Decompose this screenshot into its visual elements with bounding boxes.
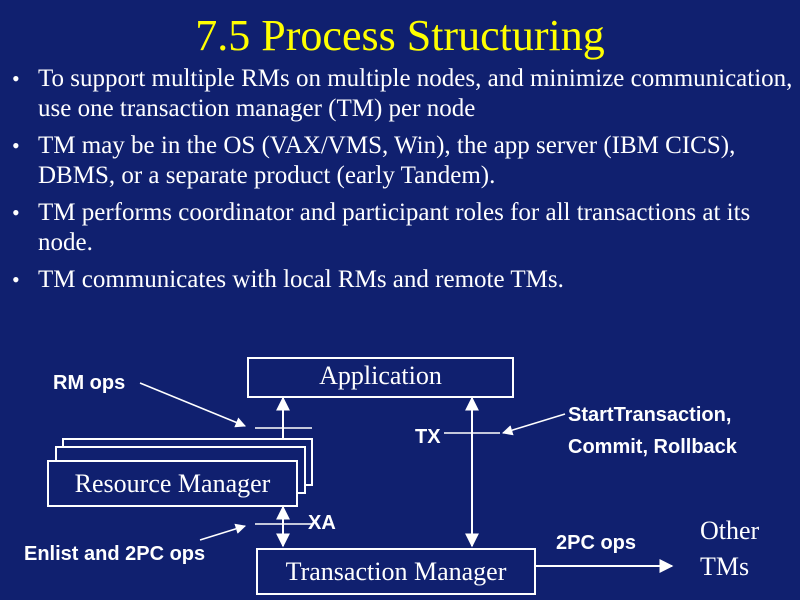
enlist-pointer [199,523,247,541]
bullet-text: TM performs coordinator and participant … [38,199,751,256]
bullet-text: To support multiple RMs on multiple node… [38,65,793,122]
application-label: Application [319,361,442,390]
bullet-icon: • [12,133,20,158]
enlist-label: Enlist and 2PC ops [24,543,206,565]
transaction-manager-box: Transaction Manager [256,548,536,595]
bullet-item: • TM performs coordinator and participant… [10,198,795,258]
tx-label: TX [415,426,441,448]
bullet-text: TM may be in the OS (VAX/VMS, Win), the … [38,132,736,189]
start-commit-label-line1: StartTransaction, [568,404,732,426]
rm-ops-label: RM ops [53,372,126,394]
start-pointer [501,413,566,436]
bullet-list: • To support multiple RMs on multiple nod… [10,64,795,302]
rm-ops-pointer [139,382,246,428]
bullet-item: • TM may be in the OS (VAX/VMS, Win), the… [10,131,795,191]
other-tms-label-line1: Other [700,516,760,545]
transaction-manager-label: Transaction Manager [285,557,507,586]
application-box: Application [247,357,514,398]
bullet-item: • TM communicates with local RMs and remo… [10,265,795,295]
start-commit-label-line2: Commit, Rollback [568,436,737,458]
bullet-icon: • [12,267,20,292]
bullet-item: • To support multiple RMs on multiple nod… [10,64,795,124]
other-tms-label-line2: TMs [700,552,750,581]
xa-label: XA [308,512,336,534]
bullet-icon: • [12,200,20,225]
resource-manager-label: Resource Manager [74,469,271,498]
resource-manager-box: Resource Manager [47,460,298,507]
bullet-icon: • [12,66,20,91]
twopc-label: 2PC ops [556,532,637,554]
bullet-text: TM communicates with local RMs and remot… [38,266,564,293]
slide-title: 7.5 Process Structuring [195,11,605,60]
